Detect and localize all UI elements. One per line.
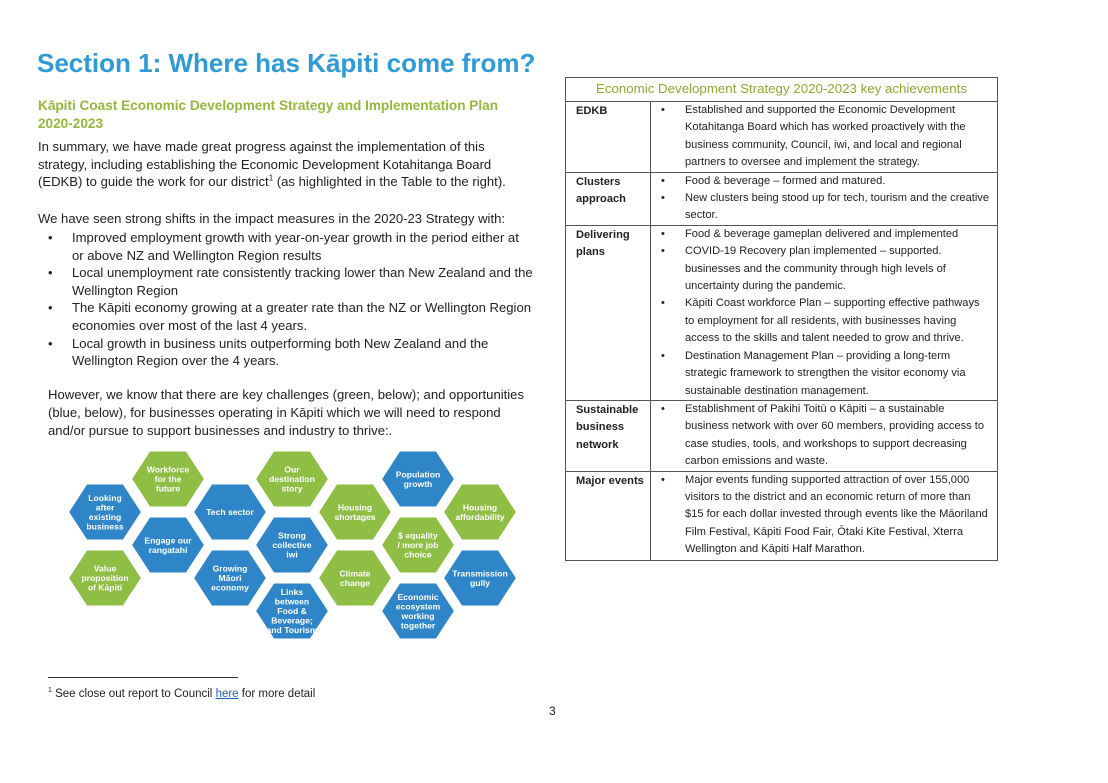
row-category: Delivering plans [565,224,651,401]
row-category: EDKB [565,101,651,173]
footnote: 1 See close out report to Council here f… [48,687,316,700]
strategy-subheading: Kāpiti Coast Economic Development Strate… [38,98,499,131]
list-item: Food & beverage gameplan delivered and i… [651,226,991,244]
page-title: Section 1: Where has Kāpiti come from? [37,48,536,78]
shifts-list: Improved employment growth with year-on-… [38,229,533,370]
table-title: Economic Development Strategy 2020-2023 … [565,77,998,102]
list-item: COVID-19 Recovery plan implemented – sup… [651,243,991,295]
footnote-ref: 1 [268,173,274,183]
row-category: Sustainable business network [565,399,651,472]
table-row: Delivering plans Food & beverage gamepla… [565,224,998,401]
list-item: The Kāpiti economy growing at a greater … [38,299,533,334]
table-row: EDKB Established and supported the Econo… [565,101,998,173]
close-out-report-link[interactable]: here [215,687,239,700]
page-number: 3 [549,704,556,718]
table-row: Sustainable business network Establishme… [565,399,998,472]
table-row: Major events Major events funding suppor… [565,470,998,561]
list-item: Improved employment growth with year-on-… [38,229,533,264]
list-item: Local growth in business units outperfor… [38,335,533,370]
challenges-paragraph: However, we know that there are key chal… [48,387,525,438]
list-item: Destination Management Plan – providing … [651,348,991,400]
table-row: Clusters approach Food & beverage – form… [565,171,998,226]
summary-paragraph: In summary, we have made great progress … [38,139,506,189]
list-item: Established and supported the Economic D… [651,102,991,172]
row-category: Clusters approach [565,171,651,226]
list-item: Major events funding supported attractio… [651,472,991,559]
hexagon-tech-sector: Tech sector [191,482,269,542]
achievements-table: Economic Development Strategy 2020-2023 … [565,77,998,561]
hexagon-label: Tech sector [206,507,254,517]
row-category: Major events [565,470,651,561]
shifts-intro: We have seen strong shifts in the impact… [38,211,506,226]
list-item: Kāpiti Coast workforce Plan – supporting… [651,295,991,347]
list-item: Food & beverage – formed and matured. [651,173,991,191]
footnote-divider [48,677,238,678]
list-item: Establishment of Pakihi Toitū o Kāpiti –… [651,401,991,471]
list-item: Local unemployment rate consistently tra… [38,264,533,299]
list-item: New clusters being stood up for tech, to… [651,190,991,225]
